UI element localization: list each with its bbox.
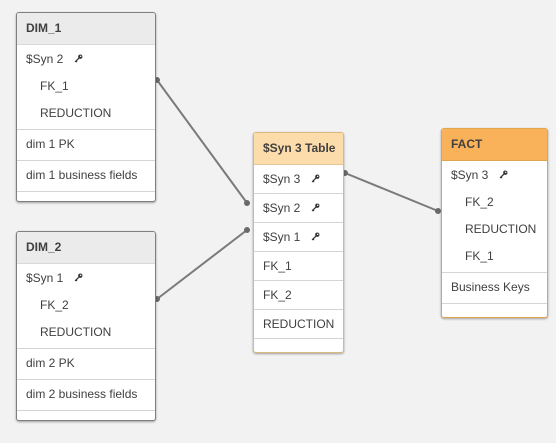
table-dim-2[interactable]: DIM_2 $Syn 1 FK_2 REDUCTION dim 2 PK dim… [16,231,156,421]
field-name: $Syn 1 [26,271,64,285]
synthetic-key-group: $Syn 1 FK_2 REDUCTION [17,264,155,349]
synthetic-key-group: $Syn 2 FK_1 REDUCTION [17,45,155,130]
field-row[interactable]: REDUCTION [254,310,343,339]
key-icon [74,54,83,63]
link-syn3-fact [344,172,439,212]
key-icon [499,170,508,179]
table-title: DIM_2 [17,232,155,264]
field-row[interactable]: $Syn 2 [17,46,155,73]
field-row[interactable]: dim 1 business fields [26,168,138,182]
field-row[interactable]: dim 2 business fields [26,387,138,401]
key-icon [311,203,320,212]
field-name: $Syn 2 [26,52,64,66]
key-icon [311,174,320,183]
field-row[interactable]: Business Keys [451,280,530,294]
field-row[interactable]: FK_1 [465,249,494,263]
field-row[interactable]: $Syn 3 [254,165,343,194]
field-name: $Syn 2 [263,201,301,215]
link-endpoint [244,227,250,233]
field-group: dim 1 business fields [17,161,155,192]
key-icon [311,232,320,241]
table-dim-1[interactable]: DIM_1 $Syn 2 FK_1 REDUCTION dim 1 PK dim… [16,12,156,202]
link-dim1-syn2 [156,79,248,204]
table-title: DIM_1 [17,13,155,45]
field-name: $Syn 3 [263,172,301,186]
key-icon [74,273,83,282]
link-dim2-syn1 [156,229,248,300]
table-syn-3[interactable]: $Syn 3 Table $Syn 3 $Syn 2 $Syn 1 [253,132,344,353]
field-row[interactable]: $Syn 1 [254,223,343,252]
field-row[interactable]: REDUCTION [40,106,112,120]
field-name: $Syn 1 [263,230,301,244]
field-name: $Syn 3 [451,168,489,182]
table-title: FACT [442,129,547,161]
field-row[interactable]: REDUCTION [40,325,112,339]
field-row[interactable]: FK_1 [40,79,69,93]
synthetic-key-group: $Syn 3 FK_2 REDUCTION FK_1 [442,161,547,273]
field-row[interactable]: REDUCTION [465,222,537,236]
field-group: dim 2 business fields [17,380,155,411]
field-row[interactable]: FK_2 [40,298,69,312]
table-title: $Syn 3 Table [254,133,343,165]
field-row[interactable]: FK_2 [254,281,343,310]
field-row[interactable]: $Syn 3 [442,162,547,189]
link-endpoint [435,208,441,214]
field-row[interactable]: dim 2 PK [26,356,75,370]
field-group: Business Keys [442,273,547,304]
field-row[interactable]: $Syn 1 [17,265,155,292]
field-row[interactable]: FK_1 [254,252,343,281]
table-fact[interactable]: FACT $Syn 3 FK_2 REDUCTION FK_1 Business… [441,128,548,318]
field-row[interactable]: FK_2 [465,195,494,209]
field-group: dim 1 PK [17,130,155,161]
field-group: dim 2 PK [17,349,155,380]
link-endpoint [244,200,250,206]
field-row[interactable]: dim 1 PK [26,137,75,151]
field-row[interactable]: $Syn 2 [254,194,343,223]
